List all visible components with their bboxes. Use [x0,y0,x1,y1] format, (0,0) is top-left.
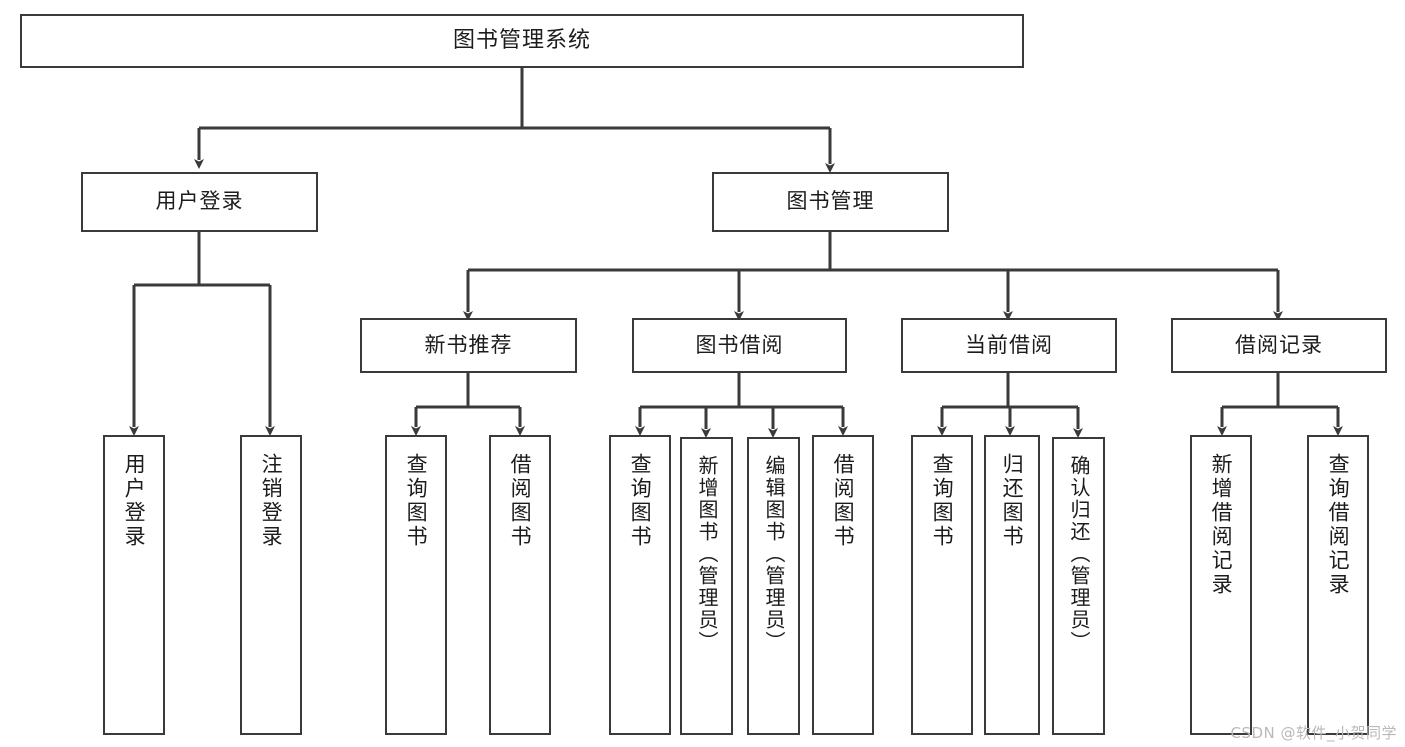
leaf-currentborrow-confirm-return-admin[interactable]: 确认归还（管理员） [1052,437,1105,735]
node-new-book-recommend-label: 新书推荐 [424,332,513,357]
leaf-borrowrecord-query-record-label: 查询借阅记录 [1326,453,1351,597]
leaf-user-login-label: 用户登录 [122,453,147,549]
leaf-currentborrow-return-books[interactable]: 归还图书 [984,435,1040,735]
leaf-bookborrow-borrow-books-label: 借阅图书 [831,453,856,549]
leaf-bookborrow-query-books-label: 查询图书 [628,453,653,549]
node-current-borrow[interactable]: 当前借阅 [901,318,1117,373]
leaf-newbook-borrow-books[interactable]: 借阅图书 [489,435,551,735]
node-book-borrow-label: 图书借阅 [695,332,784,357]
leaf-currentborrow-confirm-return-admin-label: 确认归还（管理员） [1067,455,1091,653]
node-book-borrow[interactable]: 图书借阅 [632,318,847,373]
leaf-bookborrow-edit-book-admin[interactable]: 编辑图书（管理员） [747,437,800,735]
leaf-currentborrow-query-books[interactable]: 查询图书 [911,435,973,735]
node-new-book-recommend[interactable]: 新书推荐 [360,318,577,373]
leaf-newbook-query-books-label: 查询图书 [404,453,429,549]
leaf-bookborrow-edit-book-admin-label: 编辑图书（管理员） [762,455,786,653]
node-book-manage-label: 图书管理 [786,189,875,214]
leaf-bookborrow-add-book-admin-label: 新增图书（管理员） [695,455,719,653]
node-root[interactable]: 图书管理系统 [20,14,1024,68]
node-user-login[interactable]: 用户登录 [81,172,318,232]
leaf-borrowrecord-add-record-label: 新增借阅记录 [1209,453,1234,597]
leaf-user-login[interactable]: 用户登录 [103,435,165,735]
node-current-borrow-label: 当前借阅 [965,332,1053,357]
node-borrow-record[interactable]: 借阅记录 [1171,318,1387,373]
leaf-newbook-borrow-books-label: 借阅图书 [508,453,533,549]
node-book-manage[interactable]: 图书管理 [712,172,949,232]
leaf-borrowrecord-query-record[interactable]: 查询借阅记录 [1307,435,1369,735]
node-borrow-record-label: 借阅记录 [1235,332,1323,357]
leaf-logout-label: 注销登录 [259,453,284,549]
leaf-bookborrow-add-book-admin[interactable]: 新增图书（管理员） [680,437,733,735]
leaf-newbook-query-books[interactable]: 查询图书 [385,435,447,735]
leaf-logout[interactable]: 注销登录 [240,435,302,735]
leaf-bookborrow-query-books[interactable]: 查询图书 [609,435,671,735]
node-user-login-label: 用户登录 [155,189,244,214]
node-root-label: 图书管理系统 [452,27,591,53]
leaf-borrowrecord-add-record[interactable]: 新增借阅记录 [1190,435,1252,735]
leaf-bookborrow-borrow-books[interactable]: 借阅图书 [812,435,874,735]
leaf-currentborrow-return-books-label: 归还图书 [1000,453,1025,549]
leaf-currentborrow-query-books-label: 查询图书 [930,453,955,549]
